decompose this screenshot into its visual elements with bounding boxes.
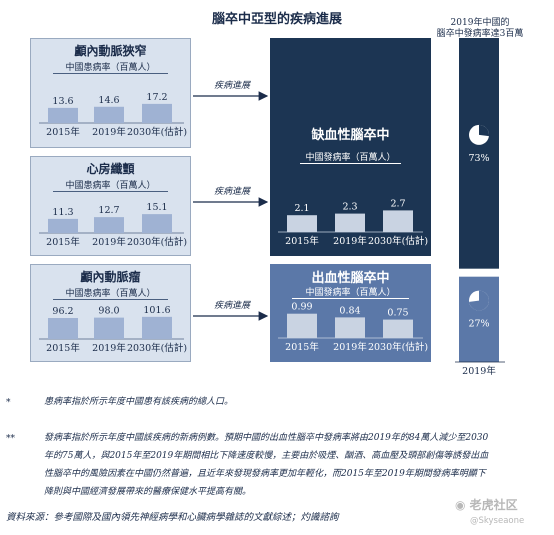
subtitle-underline xyxy=(53,73,168,74)
subtitle-underline xyxy=(300,163,401,164)
bar-0 xyxy=(48,218,78,233)
note-mark-1: * xyxy=(6,398,11,408)
bar-0 xyxy=(287,215,317,232)
bar-2 xyxy=(142,214,172,233)
panel-hemorrhagic-stroke: 出血性腦卒中 中國發病率（百萬人） 0.99 2015年 0.84 2019年 0.75… xyxy=(270,264,431,362)
subtitle-underline xyxy=(292,298,409,299)
panel-title: 出血性腦卒中 xyxy=(311,271,390,286)
note-1: 患病率指於所示年度中國患有該疾病的總人口。 xyxy=(44,397,234,407)
panel-atrial-fibrillation: 心房纖顫 中國患病率（百萬人） 11.3 2015年 12.7 2019年 15.1 20… xyxy=(30,156,191,256)
pie-slice-ischemic xyxy=(479,124,489,137)
bar-value-label-1: 2.3 xyxy=(342,202,357,213)
bar-value-label-2: 101.6 xyxy=(143,305,170,316)
bar-chart-hemorrhagic-stroke: 0.99 2015年 0.84 2019年 0.75 2030年(估計) xyxy=(278,302,428,353)
pie-slice-hemorrhagic xyxy=(469,290,490,311)
panel-title: 顱內動脈瘤 xyxy=(80,270,141,284)
category-label-1: 2019年 xyxy=(333,341,367,353)
bar-chart-ischemic-stroke: 2.1 2015年 2.3 2019年 2.7 2030年(估計) xyxy=(278,198,428,247)
side-header: 2019年中國的 腦卒中發病率達3百萬 xyxy=(420,18,540,40)
side-header-line-1: 2019年中國的 xyxy=(450,18,510,28)
panel-ischemic-stroke: 缺血性腦卒中 中國發病率（百萬人） 2.1 2015年 2.3 2019年 2.7 203… xyxy=(270,38,431,256)
category-label-0: 2015年 xyxy=(285,235,319,247)
bar-1 xyxy=(94,317,124,339)
panel-subtitle: 中國患病率（百萬人） xyxy=(65,181,156,191)
bar-2 xyxy=(142,103,172,123)
panel-subtitle: 中國患病率（百萬人） xyxy=(65,63,156,73)
bar-value-label-0: 0.99 xyxy=(291,302,312,313)
category-label-2: 2030年(估計) xyxy=(127,342,187,354)
panel-intracranial-aneurysm: 顱內動脈瘤 中國患病率（百萬人） 96.2 2015年 98.0 2019年 101.6… xyxy=(30,264,191,362)
category-label-2: 2030年(估計) xyxy=(368,235,428,247)
bar-1 xyxy=(94,106,124,123)
bar-value-label-2: 17.2 xyxy=(146,92,167,103)
category-label-2: 2030年(估計) xyxy=(127,236,187,248)
watermark-brand-text: 老虎社区 xyxy=(469,498,518,512)
bar-2 xyxy=(383,210,413,232)
category-label-2: 2030年(估計) xyxy=(127,126,187,138)
bar-value-label-1: 12.7 xyxy=(98,205,119,216)
bar-value-label-1: 14.6 xyxy=(98,95,119,106)
bar-chart-intracranial-stenosis: 13.6 2015年 14.6 2019年 17.2 2030年(估計) xyxy=(39,92,187,138)
note-2-line-1: 發病率指於所示年度中國該疾病的新病例數。預期中國的出血性腦卒中發病率將由2019… xyxy=(44,433,489,443)
note-2: 發病率指於所示年度中國該疾病的新病例數。預期中國的出血性腦卒中發病率將由2019… xyxy=(44,429,554,501)
bar-value-label-2: 15.1 xyxy=(146,202,167,213)
bar-value-label-1: 98.0 xyxy=(98,306,119,317)
stroke-share-chart: 73% 27% 2019年 xyxy=(455,38,505,377)
bar-value-label-0: 13.6 xyxy=(52,96,73,107)
tiger-logo-icon: ◉ xyxy=(455,498,466,512)
arrow-label-2: 疾病進展 xyxy=(213,187,250,197)
side-header-line-2: 腦卒中發病率達3百萬 xyxy=(436,29,524,39)
category-label-2: 2030年(估計) xyxy=(368,341,428,353)
category-label-1: 2019年 xyxy=(92,126,126,138)
share-bar-ischemic xyxy=(459,38,499,269)
category-label-1: 2019年 xyxy=(92,236,126,248)
share-label-ischemic: 73% xyxy=(468,153,489,164)
note-2-line-4: 降則與中國經濟發展帶來的醫療保健水平提高有關。 xyxy=(44,487,252,497)
bar-1 xyxy=(335,317,365,338)
bar-2 xyxy=(142,316,172,339)
bar-1 xyxy=(335,213,365,232)
category-label-1: 2019年 xyxy=(333,235,367,247)
watermark-handle: @Skyseaone xyxy=(470,516,525,526)
bar-value-label-2: 0.75 xyxy=(387,308,408,319)
panel-title: 缺血性腦卒中 xyxy=(311,128,390,143)
category-label-0: 2015年 xyxy=(46,236,80,248)
bar-chart-atrial-fibrillation: 11.3 2015年 12.7 2019年 15.1 2030年(估計) xyxy=(39,202,187,248)
source-note: 資料來源：參考國際及國內領先神經病學和心臟病學雜誌的文獻綜述；灼識諮詢 xyxy=(6,512,339,523)
arrow-label-3: 疾病進展 xyxy=(213,301,250,311)
panel-subtitle: 中國發病率（百萬人） xyxy=(305,153,396,163)
bar-1 xyxy=(94,217,124,233)
category-label-1: 2019年 xyxy=(92,342,126,354)
share-label-hemorrhagic: 27% xyxy=(468,319,489,330)
bar-value-label-1: 0.84 xyxy=(339,305,360,316)
category-label-0: 2015年 xyxy=(285,341,319,353)
watermark-brand: ◉ 老虎社区 xyxy=(455,496,518,513)
note-mark-2: ** xyxy=(6,434,15,444)
share-category-label: 2019年 xyxy=(462,365,496,377)
bar-0 xyxy=(287,313,317,338)
bar-value-label-0: 96.2 xyxy=(52,306,73,317)
subtitle-underline xyxy=(53,191,168,192)
bar-0 xyxy=(48,318,78,339)
note-2-line-3: 性腦卒中的風險因素在中國仍然普遍，且近年來發現發病率更加年輕化，而2015年至2… xyxy=(44,469,486,479)
bar-chart-intracranial-aneurysm: 96.2 2015年 98.0 2019年 101.6 2030年(估計) xyxy=(39,305,187,354)
subtitle-underline xyxy=(53,299,168,300)
arrow-label-1: 疾病進展 xyxy=(213,81,250,91)
bar-value-label-0: 11.3 xyxy=(52,207,73,218)
category-label-0: 2015年 xyxy=(46,342,80,354)
panel-title: 顱內動脈狹窄 xyxy=(74,44,147,58)
bar-value-label-2: 2.7 xyxy=(390,198,405,209)
bar-value-label-0: 2.1 xyxy=(294,203,309,214)
bar-0 xyxy=(48,107,78,123)
page-title: 腦卒中亞型的疾病進展 xyxy=(211,12,342,27)
note-2-line-2: 年的75萬人，與2015年至2019年期間相比下降速度較慢，主要由於吸煙、酗酒、… xyxy=(44,451,489,461)
progression-arrows xyxy=(193,91,269,321)
panel-subtitle: 中國發病率（百萬人） xyxy=(305,288,396,298)
panel-title: 心房纖顫 xyxy=(86,162,135,176)
category-label-0: 2015年 xyxy=(46,126,80,138)
panel-intracranial-stenosis: 顱內動脈狹窄 中國患病率（百萬人） 13.6 2015年 14.6 2019年 17.2… xyxy=(30,38,191,148)
bar-2 xyxy=(383,319,413,338)
panel-subtitle: 中國患病率（百萬人） xyxy=(65,289,156,299)
